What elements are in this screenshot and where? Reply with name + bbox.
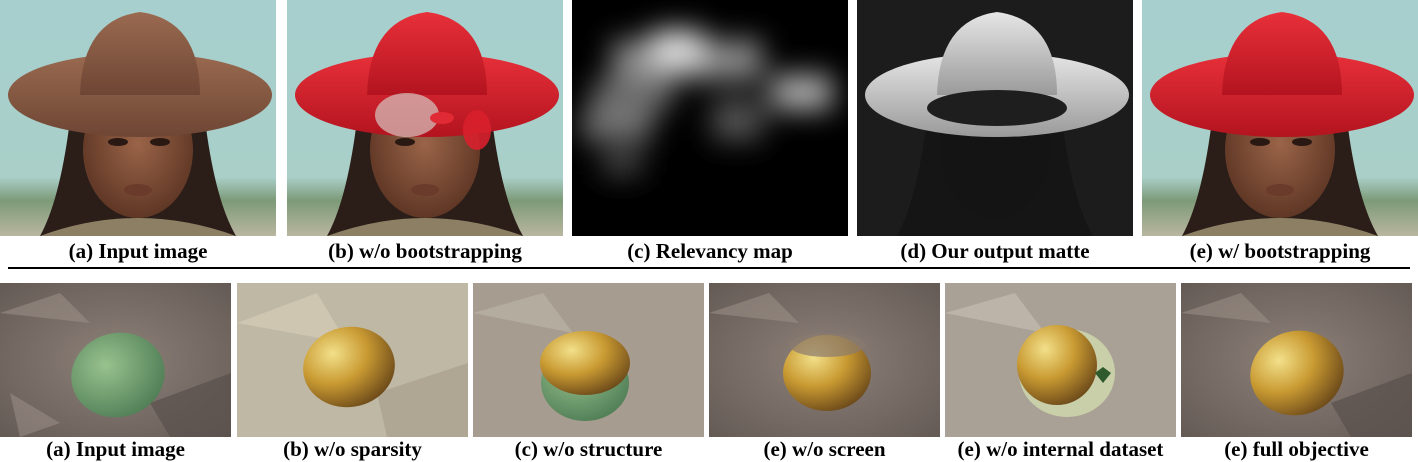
- top-panel-output-matte: [857, 0, 1133, 236]
- top-panel-with-bootstrapping: [1142, 0, 1418, 236]
- caption-bottom-d: (e) w/o screen: [763, 437, 886, 461]
- caption-bottom-b: (b) w/o sparsity: [283, 437, 422, 461]
- caption-top-d: (d) Our output matte: [900, 239, 1090, 263]
- bottom-panel-without-screen: [709, 283, 940, 437]
- row-divider: [8, 267, 1410, 269]
- top-panel-without-bootstrapping: [287, 0, 563, 236]
- caption-top-b: (b) w/o bootstrapping: [328, 239, 522, 263]
- caption-bottom-c: (c) w/o structure: [514, 437, 663, 461]
- bottom-panel-input-image: [0, 283, 231, 437]
- caption-top-e: (e) w/ bootstrapping: [1189, 239, 1371, 263]
- caption-bottom-e: (e) w/o internal dataset: [957, 437, 1164, 461]
- bottom-panel-without-internal-dataset: [945, 283, 1176, 437]
- bottom-panel-without-structure: [473, 283, 704, 437]
- caption-top-c: (c) Relevancy map: [627, 239, 793, 263]
- bottom-panel-without-sparsity: [237, 283, 468, 437]
- caption-top-a: (a) Input image: [68, 239, 208, 263]
- caption-bottom-a: (a) Input image: [46, 437, 185, 461]
- top-panel-relevancy-map: [572, 0, 848, 236]
- top-panel-input-image: [0, 0, 276, 236]
- caption-bottom-f: (e) full objective: [1224, 437, 1369, 461]
- bottom-panel-full-objective: [1181, 283, 1412, 437]
